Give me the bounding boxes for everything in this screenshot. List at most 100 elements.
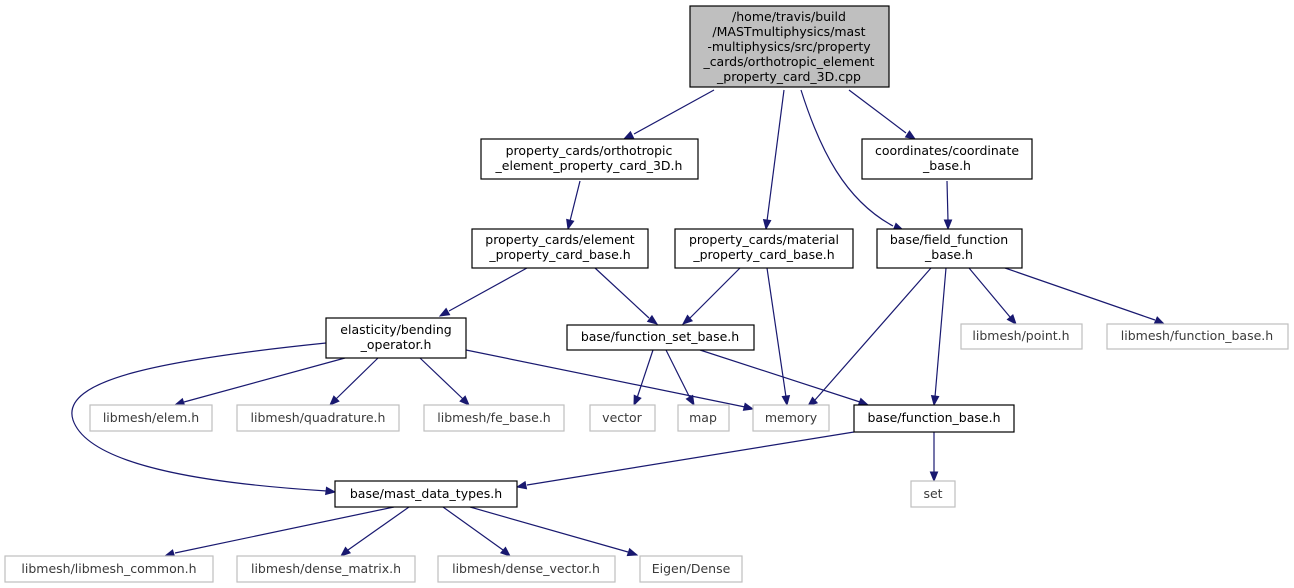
node-element-property-card-header[interactable]: property_cards/element _property_card_ba…	[471, 228, 649, 269]
edge-layer	[71, 89, 1166, 558]
node-function-set-base-header[interactable]: base/function_set_base.h	[566, 324, 755, 351]
edge-arrowhead	[329, 395, 340, 406]
edge-arrowhead	[929, 471, 939, 483]
node-libmesh-elem[interactable]: libmesh/elem.h	[89, 404, 213, 432]
node-mast-data-types-header[interactable]: base/mast_data_types.h	[334, 480, 518, 508]
node-libmesh-function-base[interactable]: libmesh/function_base.h	[1106, 323, 1289, 350]
node-libmesh-dense-matrix[interactable]: libmesh/dense_matrix.h	[236, 555, 416, 583]
edge-line	[636, 349, 654, 399]
edge-bending_h-to-lm_elem	[173, 357, 346, 407]
node-bending-operator-header[interactable]: elasticity/bending _operator.h	[325, 317, 467, 359]
node-material-property-card-header-line-2: _property_card_base.h	[692, 247, 834, 262]
node-memory[interactable]: memory	[752, 404, 830, 432]
edge-line	[594, 267, 650, 319]
edge-line	[934, 267, 947, 398]
node-libmesh-dense-matrix-label: libmesh/dense_matrix.h	[251, 561, 401, 576]
edge-arrowhead	[681, 314, 694, 325]
node-field-function-base-header[interactable]: base/field_function _base.h	[876, 228, 1023, 269]
node-function-base-header[interactable]: base/function_base.h	[853, 404, 1015, 433]
edge-mat_prop_h-to-memory	[766, 267, 791, 407]
edge-line	[814, 267, 932, 401]
edge-line	[465, 349, 746, 408]
node-material-property-card-header-line-1: property_cards/material	[689, 232, 839, 247]
edge-line	[419, 357, 464, 400]
edge-arrowhead	[762, 219, 772, 231]
node-coordinate-base-header[interactable]: coordinates/coordinate _base.h	[861, 138, 1033, 180]
node-orthotropic-header[interactable]: property_cards/orthotropic _element_prop…	[480, 138, 699, 180]
edge-line	[335, 357, 379, 400]
edge-coord_h-to-field_func_h	[943, 180, 953, 231]
node-material-property-card-header[interactable]: property_cards/material _property_card_b…	[674, 228, 854, 269]
edge-line	[689, 267, 741, 319]
edge-bending_h-to-lm_fe	[419, 357, 470, 406]
node-root-cpp-line-3: -multiphysics/src/property	[707, 39, 871, 54]
node-coordinate-base-header-line-2: _base.h	[922, 158, 971, 173]
edge-field_func_h-to-memory	[806, 267, 932, 407]
node-vector[interactable]: vector	[589, 404, 656, 432]
node-orthotropic-header-line-2: _element_property_card_3D.h	[495, 158, 683, 173]
node-bending-operator-header-line-2: _operator.h	[360, 337, 432, 352]
edge-line	[469, 506, 629, 553]
node-root-cpp-line-4: _cards/orthotropic_element	[702, 54, 874, 69]
node-set-label: set	[923, 486, 942, 501]
edge-line	[665, 349, 691, 399]
node-libmesh-point-label: libmesh/point.h	[972, 328, 1069, 343]
node-root-cpp[interactable]: /home/travis/build /MASTmultiphysics/mas…	[689, 5, 890, 88]
edge-field_func_h-to-func_base_h	[930, 267, 947, 407]
node-libmesh-common-label: libmesh/libmesh_common.h	[21, 561, 196, 576]
edge-arrowhead	[459, 395, 470, 406]
node-memory-label: memory	[765, 410, 818, 425]
node-libmesh-point[interactable]: libmesh/point.h	[960, 323, 1083, 350]
node-element-property-card-header-line-2: _property_card_base.h	[488, 247, 630, 262]
edge-line	[699, 349, 861, 403]
edge-arrowhead	[626, 547, 639, 557]
edge-mast_types-to-lm_dvec	[442, 506, 512, 557]
edge-func_set_h-to-map	[665, 349, 695, 407]
edge-arrowhead	[622, 130, 635, 140]
node-set[interactable]: set	[910, 480, 956, 508]
edge-mast_types-to-lm_common	[163, 506, 395, 558]
node-eigen-dense[interactable]: Eigen/Dense	[639, 555, 743, 583]
node-root-cpp-line-1: /home/travis/build	[732, 9, 846, 24]
edge-line	[526, 431, 855, 486]
edge-arrowhead	[857, 397, 870, 406]
edge-arrowhead	[499, 546, 512, 557]
edge-line	[347, 506, 410, 551]
edge-mat_prop_h-to-func_set_h	[681, 267, 741, 325]
edge-func_base_h-to-mast_types	[515, 431, 855, 490]
edge-line	[946, 180, 949, 222]
edge-ortho_h-to-elem_prop_h	[566, 180, 581, 231]
edge-line	[71, 342, 328, 492]
edge-line	[174, 506, 395, 554]
edge-func_base_h-to-set	[929, 432, 939, 483]
node-coordinate-base-header-line-1: coordinates/coordinate	[875, 143, 1019, 158]
edge-arrowhead	[1006, 313, 1017, 326]
node-libmesh-quadrature[interactable]: libmesh/quadrature.h	[236, 404, 400, 432]
edge-bending_h-to-mast_types	[71, 342, 337, 496]
edge-arrowhead	[904, 130, 917, 140]
edge-line	[183, 357, 346, 403]
node-libmesh-fe-base[interactable]: libmesh/fe_base.h	[423, 404, 565, 432]
edge-line	[968, 267, 1011, 318]
node-map[interactable]: map	[677, 404, 730, 432]
node-vector-label: vector	[602, 410, 643, 425]
edge-arrowhead	[930, 395, 940, 407]
edge-arrowhead	[515, 480, 528, 490]
node-root-cpp-line-2: /MASTmultiphysics/mast	[712, 24, 865, 39]
edge-arrowhead	[325, 486, 337, 496]
node-libmesh-common[interactable]: libmesh/libmesh_common.h	[4, 555, 214, 583]
node-libmesh-dense-vector[interactable]: libmesh/dense_vector.h	[437, 555, 616, 583]
edge-line	[1004, 267, 1156, 321]
edge-arrowhead	[1153, 316, 1166, 325]
node-root-cpp-line-5: _property_card_3D.cpp	[716, 69, 861, 84]
edge-line	[448, 267, 528, 312]
edge-bending_h-to-lm_quad	[329, 357, 379, 406]
edge-arrowhead	[646, 314, 659, 325]
edge-field_func_h-to-lm_func_base	[1004, 267, 1166, 325]
edge-line	[800, 89, 894, 227]
node-libmesh-dense-vector-label: libmesh/dense_vector.h	[452, 561, 600, 576]
edge-mast_types-to-lm_dmat	[339, 506, 410, 557]
edge-bending_h-to-memory	[465, 349, 755, 411]
edge-arrowhead	[633, 394, 642, 407]
